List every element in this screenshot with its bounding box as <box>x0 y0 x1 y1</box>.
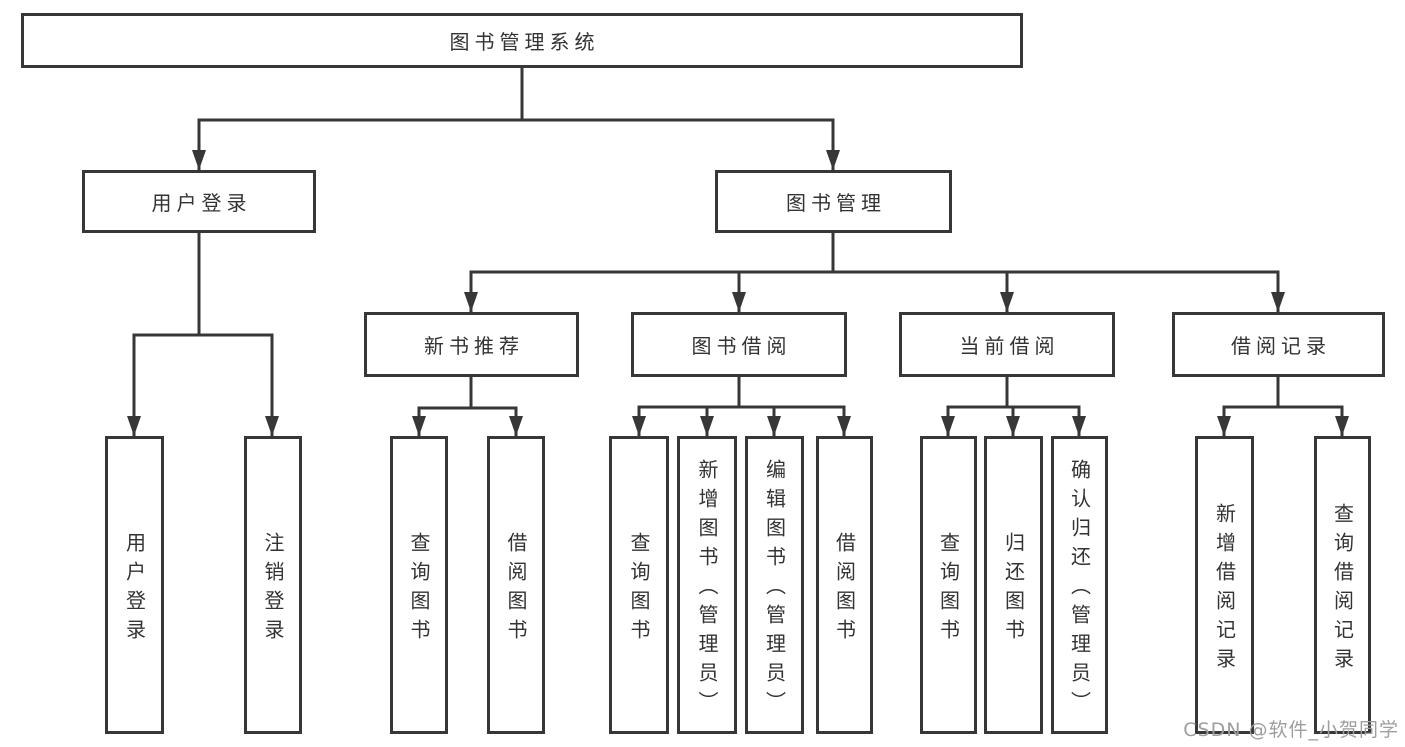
leaf-add-borrow-record: 新增借阅记录 <box>1195 436 1254 734</box>
leaf-add-books-admin-label: 新增图书（管理员） <box>695 459 719 720</box>
connector-group <box>127 66 1349 438</box>
leaf-borrow-books-1: 借阅图书 <box>487 436 545 734</box>
node-user-login-label: 用户登录 <box>151 191 252 215</box>
node-current-borrowing-label: 当前借阅 <box>959 334 1060 358</box>
node-borrowing-records: 借阅记录 <box>1172 312 1385 377</box>
leaf-query-borrow-record: 查询借阅记录 <box>1314 436 1371 734</box>
node-borrowing-records-label: 借阅记录 <box>1231 334 1331 358</box>
leaf-borrow-books-2: 借阅图书 <box>816 436 873 734</box>
leaf-query-books-1-label: 查询图书 <box>407 531 431 648</box>
node-library-system-label: 图书管理系统 <box>449 30 600 54</box>
node-book-management: 图书管理 <box>715 170 952 233</box>
leaf-query-books-2-label: 查询图书 <box>627 531 651 648</box>
watermark: CSDN @软件_小贺同学 <box>1183 719 1399 741</box>
node-user-login: 用户登录 <box>82 170 316 233</box>
leaf-logout-label: 注销登录 <box>261 531 285 648</box>
node-book-borrowing: 图书借阅 <box>631 312 847 377</box>
leaf-edit-books-admin: 编辑图书（管理员） <box>745 436 804 734</box>
leaf-add-borrow-record-label: 新增借阅记录 <box>1212 502 1237 677</box>
node-book-borrowing-label: 图书借阅 <box>691 334 792 358</box>
leaf-borrow-books-1-label: 借阅图书 <box>504 531 528 648</box>
leaf-query-books-2: 查询图书 <box>609 436 669 734</box>
leaf-return-books: 归还图书 <box>984 436 1043 734</box>
leaf-query-books-3: 查询图书 <box>920 436 977 734</box>
leaf-query-books-3-label: 查询图书 <box>936 531 961 648</box>
leaf-user-login-label: 用户登录 <box>122 531 147 648</box>
node-current-borrowing: 当前借阅 <box>899 312 1115 377</box>
leaf-query-borrow-record-label: 查询借阅记录 <box>1330 502 1355 677</box>
leaf-confirm-return-admin-label: 确认归还（管理员） <box>1067 459 1092 720</box>
node-book-management-label: 图书管理 <box>786 191 886 215</box>
leaf-return-books-label: 归还图书 <box>1001 531 1026 648</box>
leaf-confirm-return-admin: 确认归还（管理员） <box>1051 436 1108 734</box>
leaf-borrow-books-2-label: 借阅图书 <box>832 531 857 648</box>
node-new-book-recommend-label: 新书推荐 <box>424 334 524 358</box>
leaf-add-books-admin: 新增图书（管理员） <box>677 436 737 734</box>
leaf-edit-books-admin-label: 编辑图书（管理员） <box>762 459 787 720</box>
node-library-system: 图书管理系统 <box>21 13 1023 68</box>
leaf-query-books-1: 查询图书 <box>390 436 448 734</box>
node-new-book-recommend: 新书推荐 <box>364 312 579 377</box>
leaf-logout: 注销登录 <box>244 436 302 734</box>
leaf-user-login: 用户登录 <box>105 436 164 734</box>
